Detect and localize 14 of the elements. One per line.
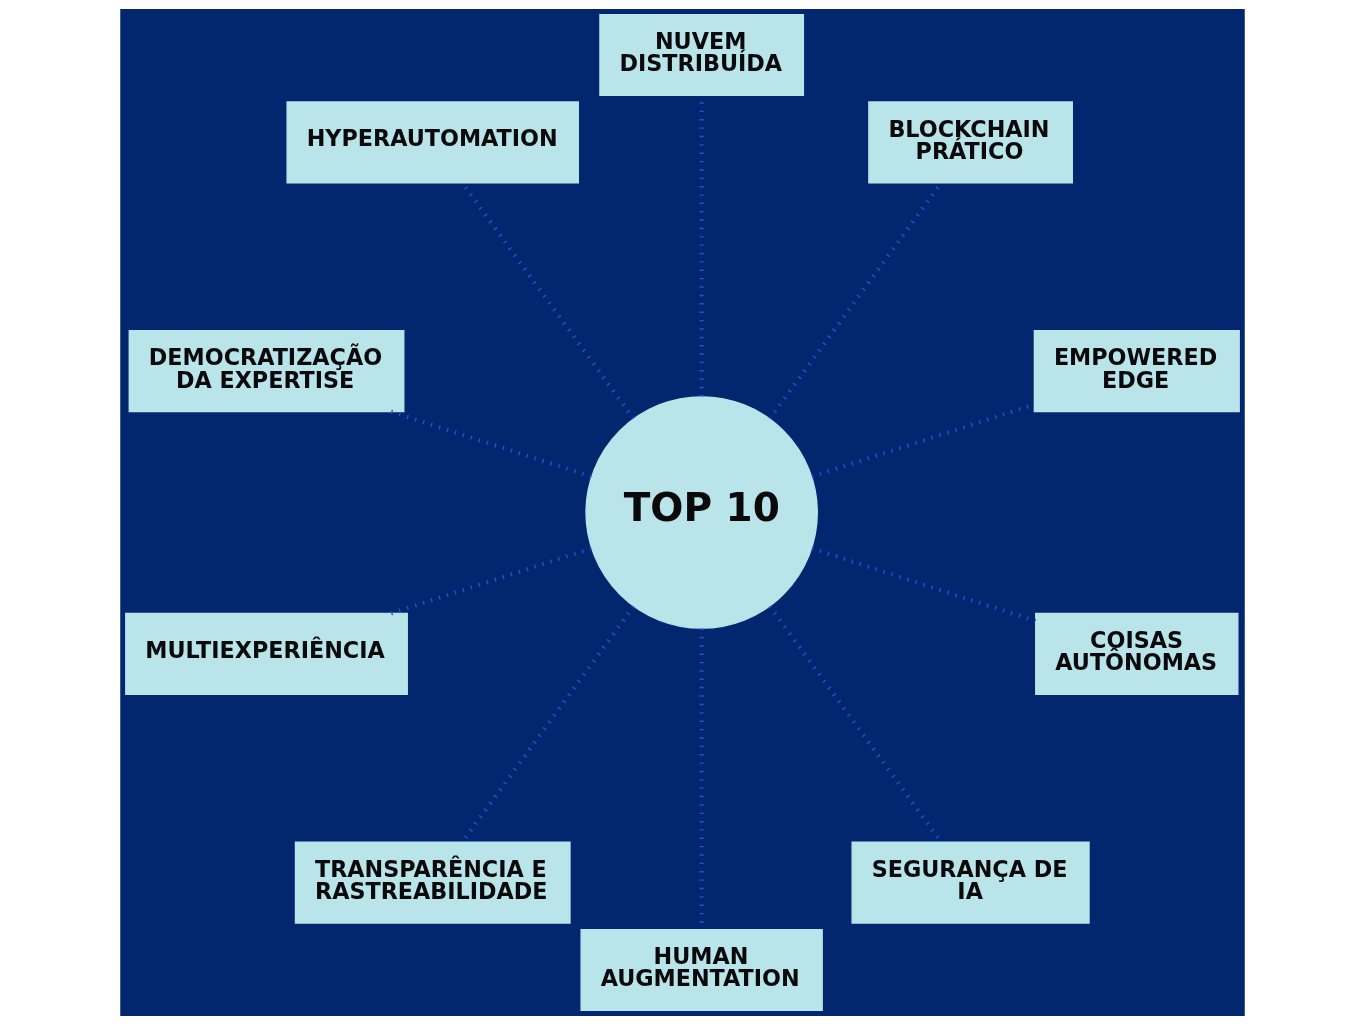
node-box: SEGURANÇA DE IA xyxy=(851,841,1090,924)
node-circle: TOP 10 xyxy=(585,395,818,629)
connector xyxy=(811,545,1037,623)
node-box: DEMOCRATIZAÇÃO DA EXPERTISE xyxy=(128,329,405,412)
node-box: NUVEM DISTRIBUÍDA xyxy=(599,13,805,96)
node-box: HUMAN AUGMENTATION xyxy=(580,928,823,1011)
node-box: EMPOWERED EDGE xyxy=(1033,329,1240,412)
node-box: COISAS AUTÔNOMAS xyxy=(1035,612,1239,695)
node-box: BLOCKCHAIN PRÁTICO xyxy=(868,100,1073,183)
node-box: HYPERAUTOMATION xyxy=(286,100,580,183)
node-box: MULTIEXPERIÊNCIA xyxy=(125,612,408,695)
connector xyxy=(390,545,592,615)
node-box: TRANSPARÊNCIA E RASTREABILIDADE xyxy=(294,841,571,924)
connector xyxy=(390,409,592,479)
